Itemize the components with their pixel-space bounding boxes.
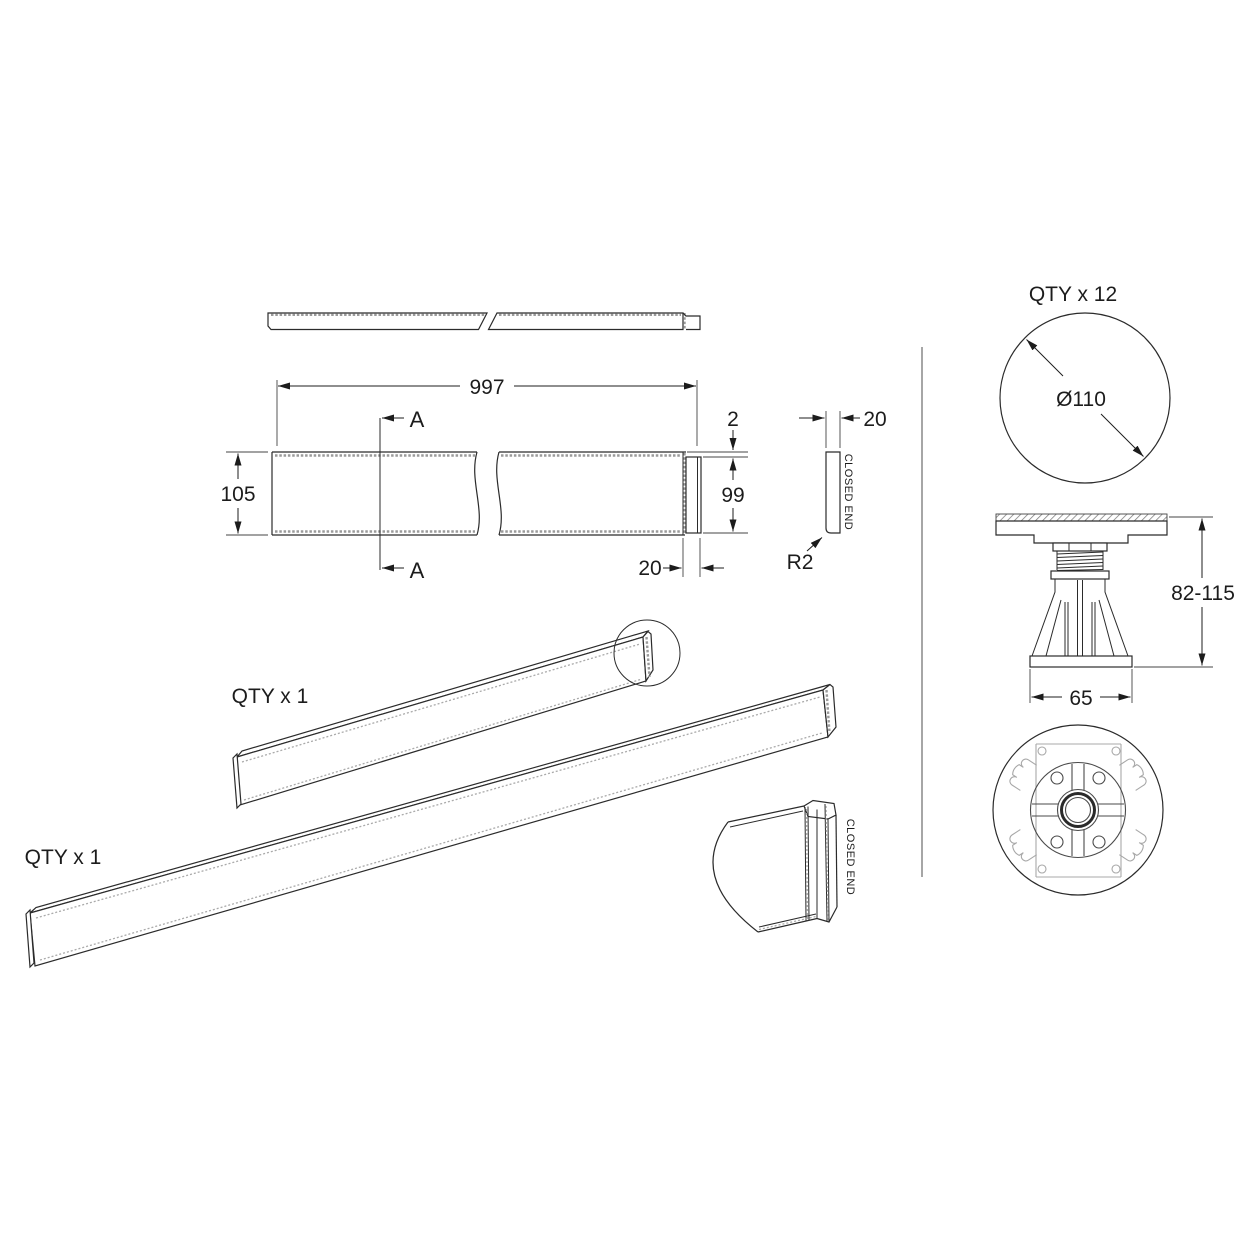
closed-end-note-profile: CLOSED END xyxy=(842,454,854,531)
dim-99-label: 99 xyxy=(721,484,744,507)
iso-panel-bottom-qty-label: QTY x 1 xyxy=(25,846,102,869)
dim-20-end: 20 xyxy=(638,538,724,580)
leg-top-view: QTY x 12 Ø110 xyxy=(999,283,1171,484)
break-line-right xyxy=(496,451,502,536)
leg-bottom-flange xyxy=(1029,761,1127,859)
dim-65-label: 65 xyxy=(1069,687,1092,710)
break-line-left xyxy=(474,451,480,536)
leg-side-view: 82-115 65 xyxy=(995,513,1242,711)
dim-2-label: 2 xyxy=(727,408,739,431)
detail-top-tab xyxy=(803,799,837,820)
dim-82-115: 82-115 xyxy=(1134,516,1242,668)
dim-105-label: 105 xyxy=(220,483,255,506)
dim-20-profile-label: 20 xyxy=(863,408,886,431)
dim-105: 105 xyxy=(216,451,268,536)
panel-end-cap xyxy=(685,456,702,534)
detail-callout-circle xyxy=(613,619,681,687)
end-profile-shape xyxy=(825,451,841,534)
dim-20-end-label: 20 xyxy=(638,557,661,580)
closed-end-detail-view: CLOSED END xyxy=(712,799,856,933)
dim-99: 99 xyxy=(703,456,750,534)
leg-bottom-view xyxy=(992,724,1164,896)
iso-panel-bottom: QTY x 1 xyxy=(25,683,837,969)
iso-panel-top: QTY x 1 xyxy=(232,619,681,810)
dim-82-115-label: 82-115 xyxy=(1171,582,1235,605)
leg-qty-label: QTY x 12 xyxy=(1029,283,1117,306)
end-profile-view: 20 CLOSED END R2 xyxy=(787,408,887,574)
panel-front-view: 997 105 A A 2 9 xyxy=(216,371,750,583)
dim-997-label: 997 xyxy=(469,376,504,399)
leg-thread xyxy=(1056,551,1104,571)
dim-r2-label: R2 xyxy=(787,551,814,574)
top-bar-side-view xyxy=(267,312,701,331)
section-label-bottom: A xyxy=(410,558,425,583)
tray-hatched-edge xyxy=(995,513,1168,522)
leg-bottom-outer-details xyxy=(1009,743,1147,878)
section-label-top: A xyxy=(410,407,425,432)
leg-body xyxy=(1031,579,1129,657)
leg-outline-circle xyxy=(999,312,1171,484)
closed-end-note-detail: CLOSED END xyxy=(844,819,856,896)
dim-2: 2 xyxy=(687,408,748,453)
dim-65: 65 xyxy=(1029,669,1133,711)
dim-diameter-label: Ø110 xyxy=(1056,388,1106,411)
leg-base-plate xyxy=(1029,655,1133,668)
section-line-a-a: A A xyxy=(379,407,425,583)
iso-panel-top-qty-label: QTY x 1 xyxy=(232,685,309,708)
dim-997: 997 xyxy=(276,371,698,446)
